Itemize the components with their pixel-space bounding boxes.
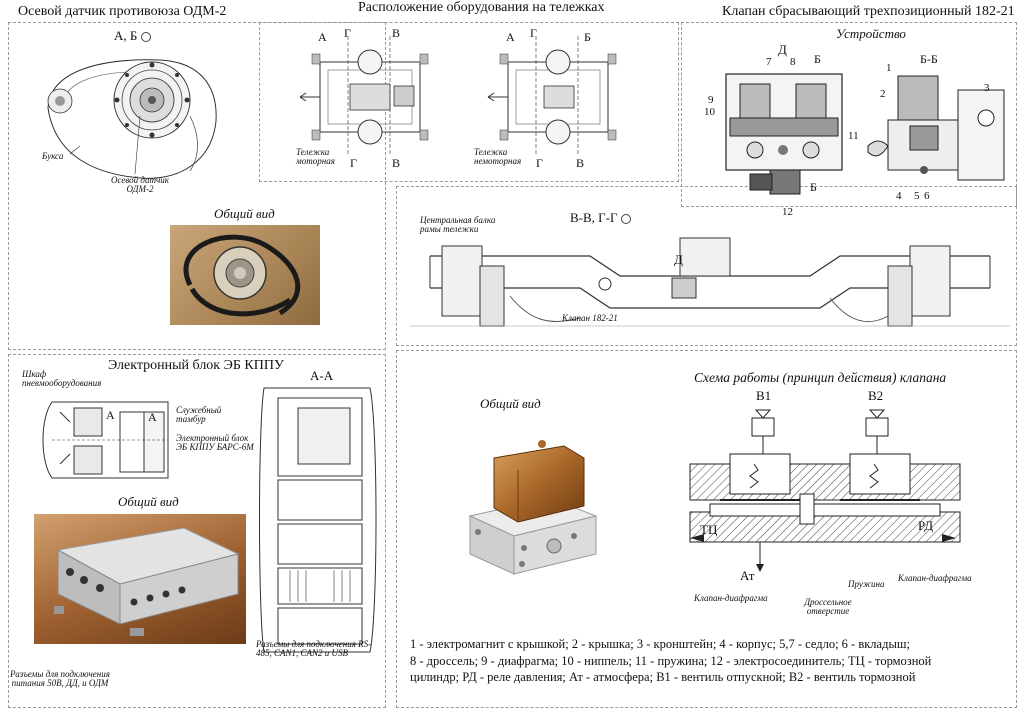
- valve-callout-10: 10: [704, 106, 715, 118]
- valve-callout-1: 1: [886, 62, 892, 74]
- ebu-power-label: Разъемы для подключения питания 50В, ДД,…: [10, 669, 110, 689]
- scheme-rd-label: РД: [918, 518, 934, 533]
- motor-mark-v-top: В: [392, 26, 401, 40]
- nonmotor-mark-a: А: [506, 30, 515, 44]
- scheme-throttle-label: Дроссельное отверстие: [804, 597, 852, 617]
- legend: 1 - электромагнит с крышкой; 2 - крышка;…: [410, 636, 1010, 686]
- scheme-v2-label: В2: [868, 388, 884, 403]
- scheme-title: Схема работы (принцип действия) клапана: [694, 370, 947, 385]
- scheme-at-label: Ат: [740, 568, 755, 583]
- valve-section-b-bottom: Б: [810, 180, 817, 194]
- ebu-cabinet-label: Шкаф пневмооборудования: [22, 369, 102, 389]
- nonmotor-mark-v-bottom: В: [576, 156, 585, 170]
- ebu-section-aa-drawing: [259, 387, 377, 653]
- ebu-rs-label: Разъемы для подключения RS-485, CAN1, CA…: [256, 639, 372, 659]
- valve-panel: [681, 22, 1017, 207]
- layout-title: Расположение оборудования на тележках: [358, 0, 605, 15]
- scheme-v1-label: В1: [756, 388, 772, 403]
- valve-callout-2: 2: [880, 88, 886, 100]
- nonmotor-mark-g-top: Г: [530, 26, 537, 40]
- scheme-tc-label: ТЦ: [700, 522, 718, 537]
- buksa-label: Букса: [42, 151, 64, 161]
- legend-line-3: цилиндр; РД - реле давления; Ат - атмосф…: [410, 670, 916, 684]
- ebu-tambour-label: Служебный тамбур: [176, 405, 222, 425]
- valve-callout-3: 3: [984, 82, 990, 94]
- valve-callout-8: 8: [790, 56, 796, 68]
- ebu-mark-a-left: А: [106, 408, 115, 422]
- frame-section-label: В-В, Г-Г: [570, 210, 631, 226]
- sensor-title: Осевой датчик противоюза ОДМ-2: [18, 4, 227, 19]
- layout-panel: [259, 22, 679, 182]
- valve-callout-4: 4: [896, 190, 902, 202]
- nonmotor-mark-g-bottom: Г: [536, 156, 543, 170]
- frame-beam-label: Центральная балка рамы тележки: [420, 215, 496, 235]
- sensor-general-view-label: Общий вид: [214, 206, 275, 221]
- legend-line-1: 1 - электромагнит с крышкой; 2 - крышка;…: [410, 637, 910, 651]
- valve-callout-5: 5: [914, 190, 920, 202]
- sensor-photo: [170, 225, 320, 325]
- valve-device-label: Устройство: [836, 26, 906, 41]
- sensor-view-label: А, Б: [114, 28, 151, 44]
- valve-callout-7: 7: [766, 56, 772, 68]
- scheme-diaphragm-left-label: Клапан-диафрагма: [694, 593, 768, 603]
- valve-callout-12: 12: [782, 206, 793, 218]
- odm-sensor-label: Осевой датчик ОДМ-2: [111, 175, 169, 195]
- valve-3d-render: [468, 440, 598, 575]
- ebu-general-view-label: Общий вид: [118, 494, 179, 509]
- frame-valve-label: Клапан 182-21: [562, 313, 618, 323]
- valve-section-bb: Б-Б: [920, 52, 938, 66]
- motor-bogie-drawing: [299, 36, 429, 156]
- bottom-right-panel: [396, 350, 1017, 708]
- nonmotor-bogie-drawing: [487, 36, 617, 156]
- scheme-diaphragm-right-label: Клапан-диафрагма: [898, 573, 972, 583]
- ebu-mark-a-right: А: [148, 410, 157, 424]
- motor-mark-g-bottom: Г: [350, 156, 357, 170]
- ebu-panel: [8, 354, 386, 708]
- valve-section-drawing: [867, 75, 1005, 181]
- ebu-title: Электронный блок ЭБ КППУ: [108, 358, 284, 373]
- motor-mark-v-bottom: В: [392, 156, 401, 170]
- valve-front-drawing: [725, 73, 843, 195]
- valve-title: Клапан сбрасывающий трехпозиционный 182-…: [722, 4, 1015, 19]
- nonmotor-bogie-caption: Тележка немоторная: [474, 147, 522, 167]
- ebu-section-aa: А-А: [310, 368, 334, 383]
- motor-bogie-caption: Тележка моторная: [296, 147, 335, 167]
- nonmotor-mark-b: Б: [584, 30, 591, 44]
- axle-box-drawing: [47, 59, 217, 179]
- ebu-photo: [34, 514, 246, 644]
- frame-panel: [396, 186, 1017, 346]
- scheme-drawing: [689, 409, 961, 572]
- ebu-unit-label: Электронный блок ЭБ КППУ БАРС-6М: [176, 433, 254, 453]
- valve-photo-general-view-label: Общий вид: [480, 396, 541, 411]
- frame-drawing: [410, 237, 1010, 327]
- valve-section-b-top: Б: [814, 52, 821, 66]
- valve-callout-11: 11: [848, 130, 859, 142]
- valve-callout-6: 6: [924, 190, 930, 202]
- legend-line-2: 8 - дроссель; 9 - диафрагма; 10 - ниппел…: [410, 653, 932, 668]
- sensor-panel: [8, 22, 386, 350]
- ebu-car-plan-drawing: [42, 401, 169, 479]
- frame-mark-d: Д: [674, 252, 683, 267]
- motor-mark-a: А: [318, 30, 327, 44]
- motor-mark-g-top: Г: [344, 26, 351, 40]
- scheme-spring-label: Пружина: [848, 579, 885, 589]
- valve-section-d: Д: [778, 42, 787, 57]
- valve-callout-9: 9: [708, 94, 714, 106]
